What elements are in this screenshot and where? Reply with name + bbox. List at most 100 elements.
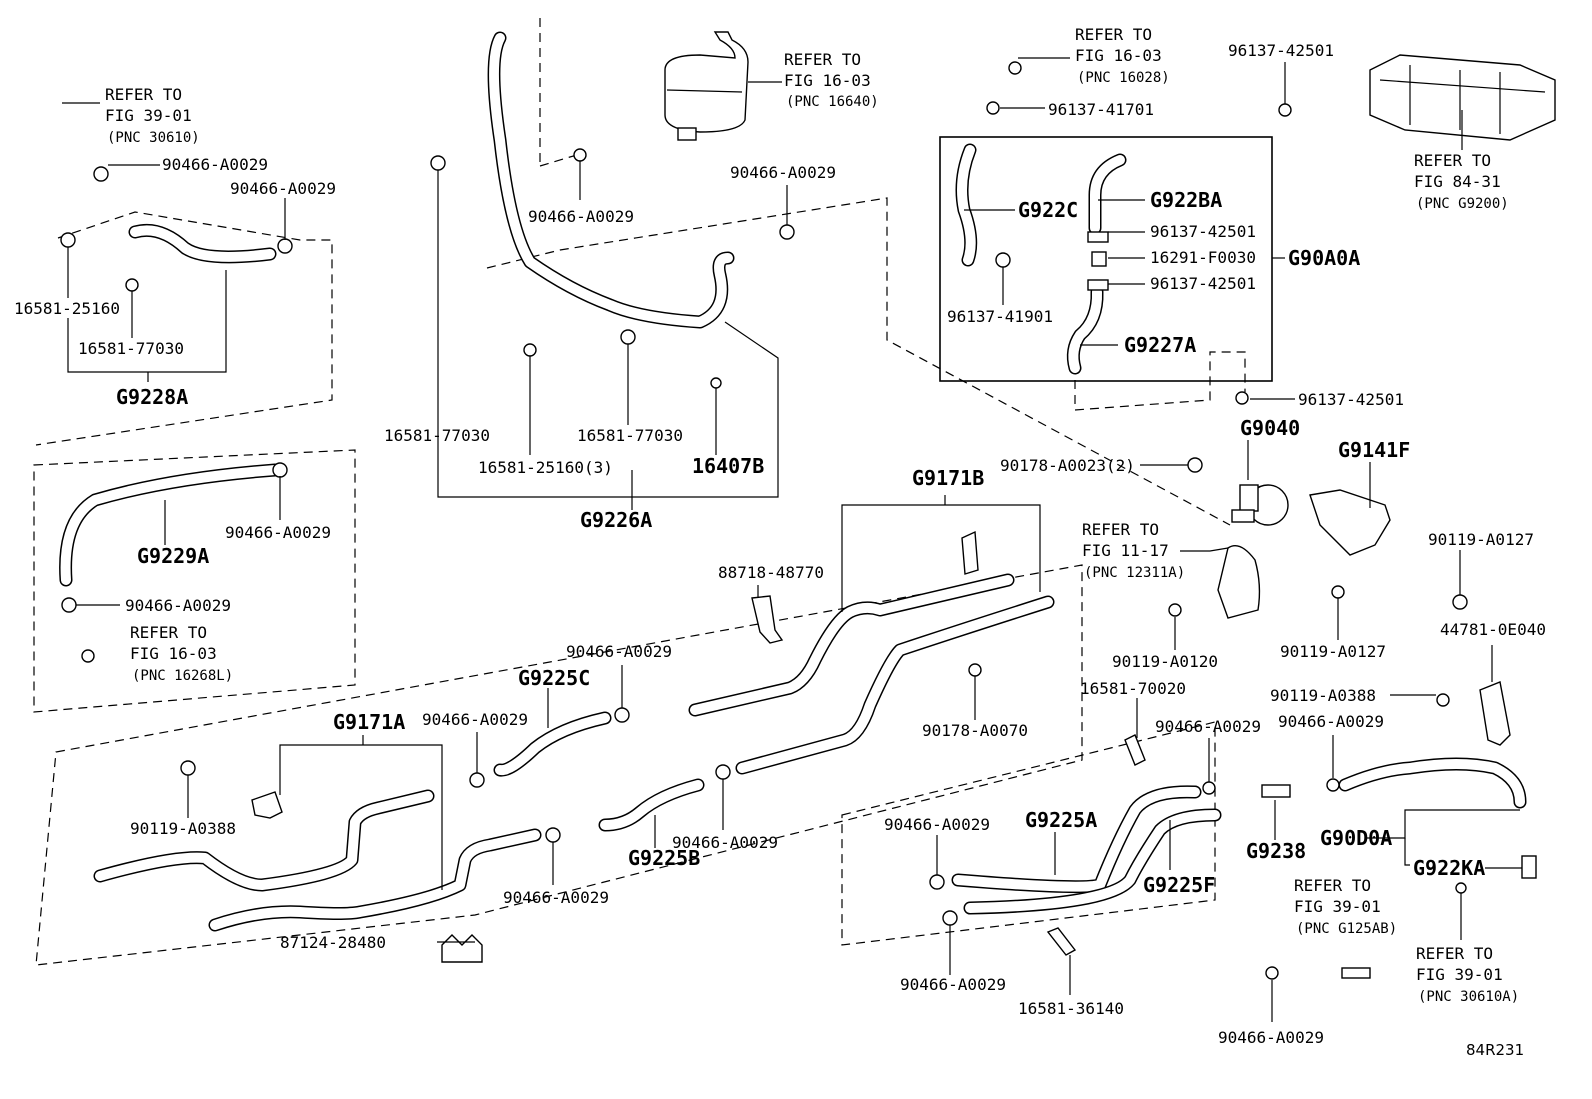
label-clamp-k: 90466-A0029	[1155, 717, 1261, 736]
refer-16-03-c-line3: (PNC 16268L)	[132, 668, 233, 684]
g9225c-hose	[493, 711, 612, 777]
group-border-lower-left	[35, 564, 1083, 966]
refer-39-01-a-line3: (PNC 30610)	[107, 130, 200, 146]
refer-16-03-b-line3: (PNC 16028)	[1077, 70, 1170, 86]
clip-16581-70020	[1124, 734, 1146, 766]
label-96137-41901: 96137-41901	[947, 307, 1053, 326]
refer-39-01-a-line2: FIG 39-01	[105, 106, 192, 125]
g9171b-pipe-upper	[688, 573, 1015, 717]
label-16291-f0030: 16291-F0030	[1150, 248, 1256, 267]
refer-39-01-c-line3: (PNC 30610A)	[1418, 989, 1519, 1005]
bracket-44781	[1479, 681, 1511, 746]
g922c-hose	[955, 143, 978, 267]
label-16581-77030-a: 16581-77030	[78, 339, 184, 358]
label-g9225b: G9225B	[628, 846, 700, 870]
label-g9171a: G9171A	[333, 710, 405, 734]
g9228a-hose	[128, 223, 277, 264]
label-clamp-n: 90466-A0029	[900, 975, 1006, 994]
group-border-g9226a	[486, 197, 1231, 526]
refer-16-03-a-line2: FIG 16-03	[784, 71, 871, 90]
clamp-icons	[60, 61, 1468, 980]
label-clamp-o: 90466-A0029	[1218, 1028, 1324, 1047]
clip-16581-36140	[1046, 927, 1077, 956]
label-g90d0a: G90D0A	[1320, 826, 1392, 850]
connector-g9227a-tee	[1087, 231, 1109, 291]
label-g9225a: G9225A	[1025, 808, 1097, 832]
group-border-g9228a	[35, 211, 333, 446]
label-16581-77030-b: 16581-77030	[384, 426, 490, 445]
label-clamp-a: 90466-A0029	[162, 155, 268, 174]
g9227a-hose	[1066, 285, 1104, 375]
label-g9229a: G9229A	[137, 544, 209, 568]
g90d0a-hose	[1338, 757, 1527, 809]
label-g9227a: G9227A	[1124, 333, 1196, 357]
refer-16-03-c-line1: REFER TO	[130, 623, 207, 642]
label-g9225c: G9225C	[518, 666, 590, 690]
label-clamp-l: 90466-A0029	[1278, 712, 1384, 731]
g9225f-hose	[963, 808, 1222, 915]
refer-16-03-a-line1: REFER TO	[784, 50, 861, 69]
g9225b-hose	[598, 778, 705, 832]
refer-16-03-a-line3: (PNC 16640)	[786, 94, 879, 110]
water-pump-g9040	[1231, 484, 1289, 526]
label-clamp-c: 90466-A0029	[528, 207, 634, 226]
label-g9226a: G9226A	[580, 508, 652, 532]
refer-11-17-line2: FIG 11-17	[1082, 541, 1169, 560]
bracket-dashed-g9227a	[1074, 350, 1246, 411]
label-g922c: G922C	[1018, 198, 1078, 222]
label-16581-25160-3: 16581-25160(3)	[478, 458, 613, 477]
bracket-g9171a	[251, 791, 283, 819]
leader-lines	[62, 57, 1522, 1022]
refer-39-01-a-line1: REFER TO	[105, 85, 182, 104]
label-clamp-h: 90466-A0029	[422, 710, 528, 729]
label-g922ka: G922KA	[1413, 856, 1485, 880]
label-96137-42501-b: 96137-42501	[1150, 274, 1256, 293]
label-g9171b: G9171B	[912, 466, 984, 490]
g90a0a-box	[939, 136, 1273, 382]
refer-84-31-line2: FIG 84-31	[1414, 172, 1501, 191]
refer-16-03-b-line1: REFER TO	[1075, 25, 1152, 44]
label-16581-77030-c: 16581-77030	[577, 426, 683, 445]
label-clamp-d: 90466-A0029	[730, 163, 836, 182]
label-clamp-i: 90466-A0029	[672, 833, 778, 852]
label-16581-36140: 16581-36140	[1018, 999, 1124, 1018]
label-96137-42501-c: 96137-42501	[1298, 390, 1404, 409]
connector-g9238	[1261, 784, 1291, 798]
refer-16-03-c-line2: FIG 16-03	[130, 644, 217, 663]
label-90178-a0070: 90178-A0070	[922, 721, 1028, 740]
reservoir-tank	[664, 31, 749, 141]
label-90178-a0023: 90178-A0023(2)	[1000, 456, 1135, 475]
label-44781-0e040: 44781-0E040	[1440, 620, 1546, 639]
diagram-code: 84R231	[1466, 1041, 1524, 1059]
label-87124-28480: 87124-28480	[280, 933, 386, 952]
g9226a-hose	[487, 31, 735, 329]
g9225a-hose	[951, 785, 1202, 894]
label-g9141f: G9141F	[1338, 438, 1410, 462]
g9229a-hose	[59, 463, 282, 587]
label-90119-a0127-a: 90119-A0127	[1428, 530, 1534, 549]
label-90119-a0388-a: 90119-A0388	[130, 819, 236, 838]
label-g9225f: G9225F	[1143, 873, 1215, 897]
refer-39-01-b-line3: (PNC G125AB)	[1296, 921, 1397, 937]
label-clamp-g: 90466-A0029	[566, 642, 672, 661]
label-96137-41701: 96137-41701	[1048, 100, 1154, 119]
clip-87124	[441, 934, 483, 963]
label-g9228a: G9228A	[116, 385, 188, 409]
connector-g922ka	[1521, 855, 1537, 879]
dash-top-clamp-line	[539, 153, 581, 167]
label-clamp-e: 90466-A0029	[225, 523, 331, 542]
label-g922ba: G922BA	[1150, 188, 1222, 212]
bracket-12311a	[1217, 545, 1261, 619]
label-96137-42501-a: 96137-42501	[1150, 222, 1256, 241]
label-88718-48770: 88718-48770	[718, 563, 824, 582]
refer-39-01-c-line1: REFER TO	[1416, 944, 1493, 963]
label-g9040: G9040	[1240, 416, 1300, 440]
label-g90a0a: G90A0A	[1288, 246, 1360, 270]
refer-11-17-line3: (PNC 12311A)	[1084, 565, 1185, 581]
label-16581-25160: 16581-25160	[14, 299, 120, 318]
label-clamp-m: 90466-A0029	[884, 815, 990, 834]
label-16581-70020: 16581-70020	[1080, 679, 1186, 698]
label-90119-a0120: 90119-A0120	[1112, 652, 1218, 671]
group-border-g9229a	[33, 449, 356, 713]
refer-84-31-line3: (PNC G9200)	[1416, 196, 1509, 212]
